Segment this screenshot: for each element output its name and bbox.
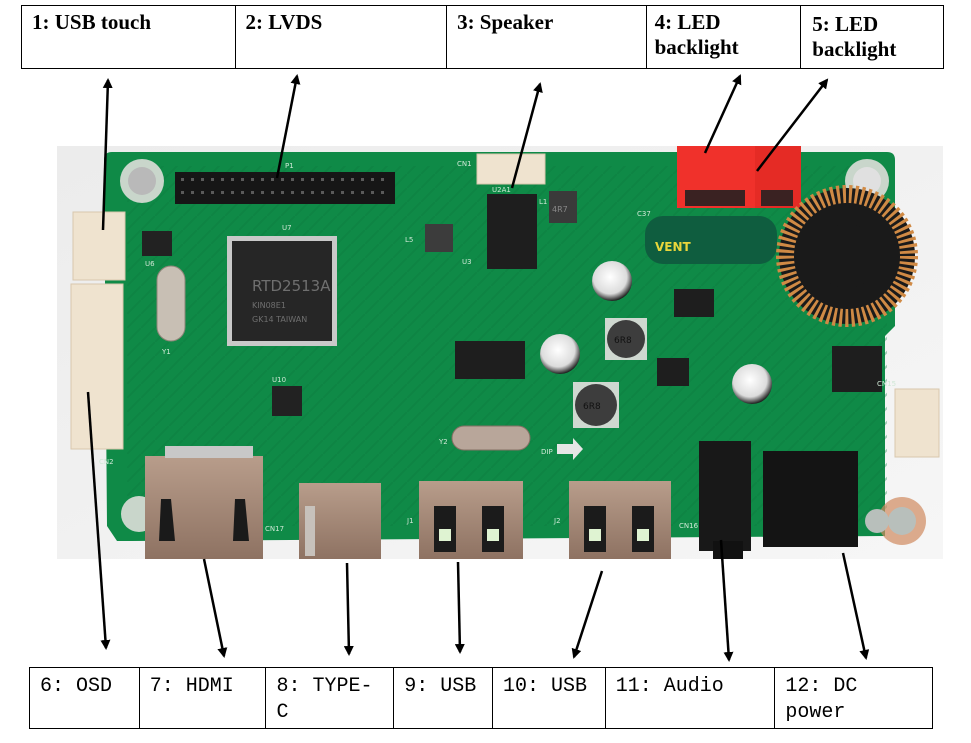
ic-soic8-2 — [657, 358, 689, 386]
inductor-l1: 4R7 L1 — [539, 191, 577, 223]
usb-connector-j2 — [569, 481, 671, 559]
ic-soic8-1 — [674, 289, 714, 317]
silk-y1: Y1 — [161, 348, 171, 356]
silk-p1: P1 — [285, 162, 294, 170]
label-osd: 6: OSD — [30, 668, 140, 728]
silk-u3: U3 — [462, 258, 472, 266]
arrow-hdmi — [202, 558, 228, 658]
label-text-line1: 5: LED — [812, 12, 879, 36]
label-led-backlight-5: 5: LED backlight — [801, 6, 943, 68]
top-label-row: 1: USB touch 2: LVDS 3: Speaker 4: LED b… — [21, 5, 944, 69]
inductor-l5 — [425, 224, 453, 252]
silk-cn2: CN2 — [99, 458, 114, 466]
capacitor-round-1 — [592, 261, 632, 301]
arrow-type-c — [343, 562, 354, 656]
dc-power-jack — [763, 451, 858, 547]
silk-cn15: CN15 — [877, 380, 896, 388]
inductor-6r8-b: 6R8 — [573, 382, 619, 428]
silk-c37: C37 — [637, 210, 651, 218]
hdmi-connector — [145, 446, 263, 559]
arrow-dc-power — [841, 552, 870, 660]
label-text: 3: Speaker — [457, 10, 554, 34]
silk-y2: Y2 — [438, 438, 448, 446]
dip-arrow-icon — [557, 438, 583, 460]
usb-connector-j1 — [419, 481, 523, 559]
capacitor-round-2 — [540, 334, 580, 374]
silk-dip: DIP — [541, 448, 553, 456]
label-usb-touch: 1: USB touch — [22, 6, 236, 68]
ic-u2a1 — [487, 194, 537, 269]
usb-touch-connector — [72, 211, 126, 281]
silk-l1: L1 — [539, 198, 547, 206]
label-type-c: 8: TYPE-C — [266, 668, 395, 728]
label-text-line2: backlight — [812, 37, 897, 61]
label-led-backlight-4: 4: LED backlight — [647, 6, 802, 68]
label-text: 7: HDMI — [149, 675, 234, 698]
label-text: 12: DC power — [785, 675, 858, 724]
label-text: 6: OSD — [40, 675, 113, 698]
silk-u7: U7 — [282, 224, 292, 232]
arrow-led-4 — [703, 74, 742, 154]
silk-u6: U6 — [145, 260, 155, 268]
label-speaker: 3: Speaker — [447, 6, 647, 68]
side-connector-cn15 — [894, 388, 940, 458]
arrow-usb-9 — [454, 561, 465, 654]
chip-model: RTD2513A — [252, 277, 331, 295]
label-text: 11: Audio — [615, 675, 724, 698]
inductor-l1-value: 4R7 — [552, 205, 568, 214]
type-c-connector — [299, 483, 381, 559]
pcb-board-photo: P1 CN2 RTD2513A KIN08E1 GK14 TAIWAN U7 Y… — [57, 146, 943, 559]
arrow-usb-10 — [571, 570, 604, 659]
label-text: 10: USB — [503, 675, 588, 698]
silk-cn17: CN17 — [265, 525, 284, 533]
silk-j1: J1 — [406, 517, 414, 525]
silk-j2: J2 — [553, 517, 561, 525]
label-dc-power: 12: DC power — [775, 668, 932, 728]
label-usb-10: 10: USB — [493, 668, 606, 728]
silk-l5: L5 — [405, 236, 413, 244]
label-text: 1: USB touch — [32, 10, 152, 34]
osd-connector — [70, 283, 124, 450]
label-text-line1: 4: LED — [654, 10, 721, 34]
speaker-connector — [476, 153, 546, 185]
silk-u2a1: U2A1 — [492, 186, 511, 194]
label-audio: 11: Audio — [606, 668, 776, 728]
inductor-6r8-a: 6R8 — [605, 318, 647, 360]
capacitor-round-3 — [732, 364, 772, 404]
inductor-value: 6R8 — [583, 402, 601, 412]
rtd2513a-chip: RTD2513A KIN08E1 GK14 TAIWAN U7 — [227, 224, 337, 346]
bottom-label-row: 6: OSD 7: HDMI 8: TYPE-C 9: USB 10: USB … — [29, 667, 933, 729]
label-usb-9: 9: USB — [394, 668, 493, 728]
regulator-to252 — [832, 346, 882, 392]
label-text-line2: backlight — [654, 35, 739, 59]
led-backlight-connectors — [677, 146, 801, 208]
chip-origin: GK14 TAIWAN — [252, 315, 307, 324]
crystal-y2 — [451, 425, 531, 451]
mount-hole-top-left — [120, 159, 164, 203]
chip-lot: KIN08E1 — [252, 301, 286, 310]
mount-hole-bottom-right — [865, 497, 926, 545]
label-text: 2: LVDS — [245, 10, 323, 34]
ic-u10 — [272, 386, 302, 416]
audio-jack — [699, 441, 751, 559]
crystal-y1 — [156, 265, 186, 342]
capacitor-brand: VENT — [655, 240, 692, 254]
inductor-value: 6R8 — [614, 336, 632, 346]
capacitor-vent: VENT — [645, 216, 777, 264]
ic-tssop — [455, 341, 525, 379]
toroid-inductor — [776, 185, 918, 327]
silk-cn16: CN16 — [679, 522, 699, 530]
label-text: 8: TYPE-C — [276, 675, 373, 724]
silk-u10: U10 — [272, 376, 286, 384]
label-lvds: 2: LVDS — [236, 6, 448, 68]
silk-cn1: CN1 — [457, 160, 472, 168]
label-text: 9: USB — [404, 675, 477, 698]
label-hdmi: 7: HDMI — [140, 668, 267, 728]
ic-u6 — [142, 231, 172, 256]
